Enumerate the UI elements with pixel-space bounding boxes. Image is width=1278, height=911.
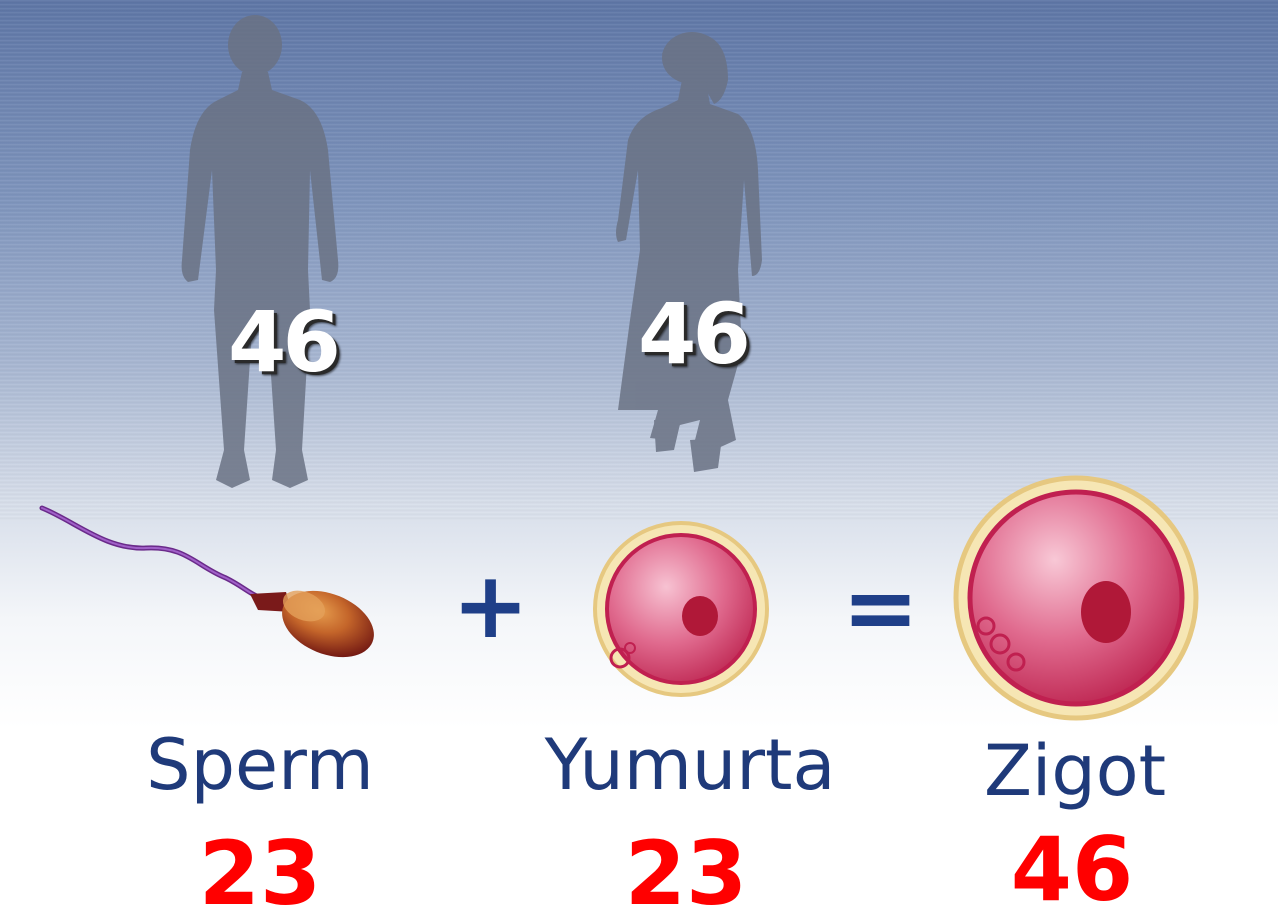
plus-sign: + bbox=[452, 560, 529, 652]
equals-sign: = bbox=[842, 562, 919, 654]
zygote-chromosome-count: 46 bbox=[972, 826, 1172, 911]
egg-cell-illustration bbox=[590, 518, 772, 700]
sperm-label: Sperm bbox=[110, 730, 410, 800]
sperm-chromosome-count: 23 bbox=[160, 830, 360, 911]
female-chromosome-count: 46 bbox=[638, 285, 747, 383]
male-chromosome-count: 46 bbox=[228, 293, 337, 391]
zygote-label: Zigot bbox=[930, 736, 1220, 806]
sperm-illustration bbox=[36, 500, 386, 670]
egg-label: Yumurta bbox=[520, 730, 860, 800]
female-silhouette bbox=[610, 20, 780, 480]
male-silhouette bbox=[160, 10, 360, 500]
egg-chromosome-count: 23 bbox=[586, 830, 786, 911]
zygote-illustration bbox=[950, 472, 1202, 724]
